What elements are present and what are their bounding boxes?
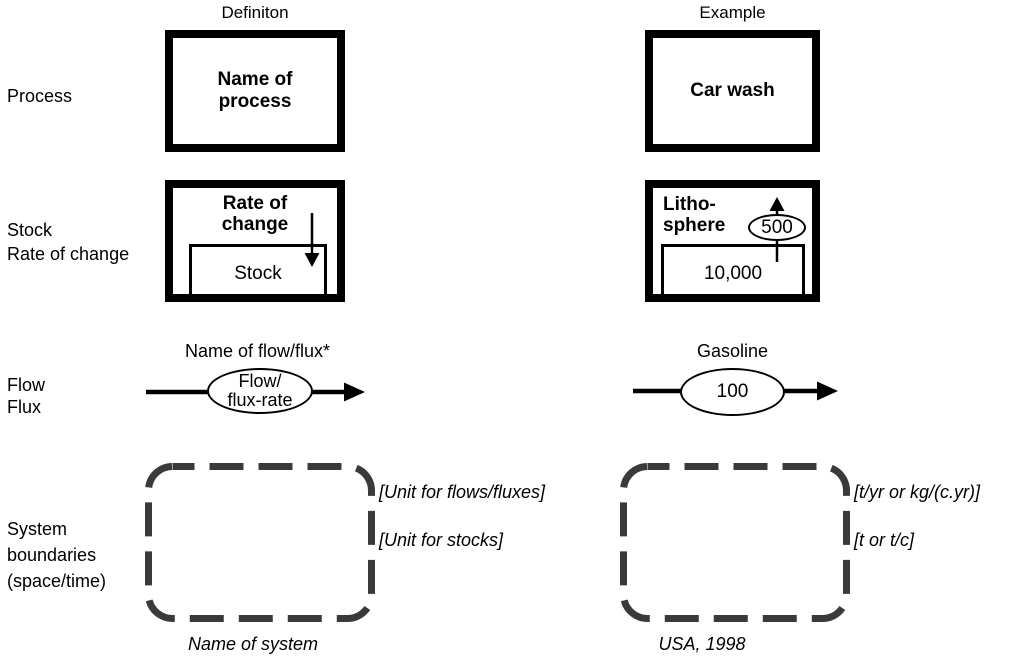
stock-value-text: 10,000: [703, 262, 763, 284]
rate-value-text: 500: [761, 216, 793, 238]
example-units: [t/yr or kg/(c.yr)] [t or t/c]: [854, 480, 980, 552]
flow-example-ellipse-text: 100: [716, 381, 749, 402]
definition-system-caption: Name of system: [187, 634, 319, 654]
flow-definition-name: Name of flow/flux*: [184, 341, 331, 361]
lithosphere-text: Litho- sphere: [663, 194, 726, 236]
column-header-example: Example: [699, 3, 766, 22]
definition-unit-stocks: [Unit for stocks]: [379, 530, 504, 550]
process-example-text: Car wash: [690, 80, 775, 101]
flow-example-name: Gasoline: [696, 341, 769, 361]
row-label-process: Process: [7, 86, 73, 106]
stock-definition-box: Rate of change Stock: [165, 180, 345, 302]
example-unit-stocks: [t or t/c]: [854, 530, 915, 550]
process-definition-text: Name of process: [217, 69, 293, 112]
flow-definition-ellipse-text: Flow/ flux-rate: [227, 371, 293, 410]
example-system-caption: USA, 1998: [658, 634, 746, 654]
down-arrow-icon: [304, 213, 320, 267]
process-definition-box: Name of process: [165, 30, 345, 152]
rate-value-ellipse: 500: [748, 214, 806, 241]
stock-example-inner-box: 10,000: [661, 244, 805, 294]
stock-inner-text: Stock: [234, 262, 282, 284]
row-label-system: System boundaries (space/time): [7, 519, 107, 591]
system-boundary-example-dashed-box: [620, 463, 850, 622]
process-example-box: Car wash: [645, 30, 820, 152]
rate-of-change-text: Rate of change: [221, 193, 289, 235]
column-header-definition: Definiton: [221, 3, 289, 22]
row-label-flow: Flow Flux: [7, 375, 46, 417]
definition-unit-flows: [Unit for flows/fluxes]: [379, 482, 546, 502]
stock-inner-box: Stock: [189, 244, 327, 294]
example-unit-flows: [t/yr or kg/(c.yr)]: [854, 482, 980, 502]
system-boundary-definition-dashed-box: [145, 463, 375, 622]
definition-units: [Unit for flows/fluxes] [Unit for stocks…: [379, 480, 545, 552]
row-label-stock: Stock Rate of change: [7, 220, 130, 264]
stock-example-box: Litho- sphere 500 10,000: [645, 180, 820, 302]
flow-definition-ellipse: Flow/ flux-rate: [207, 368, 313, 414]
flow-example-ellipse: 100: [680, 368, 785, 416]
